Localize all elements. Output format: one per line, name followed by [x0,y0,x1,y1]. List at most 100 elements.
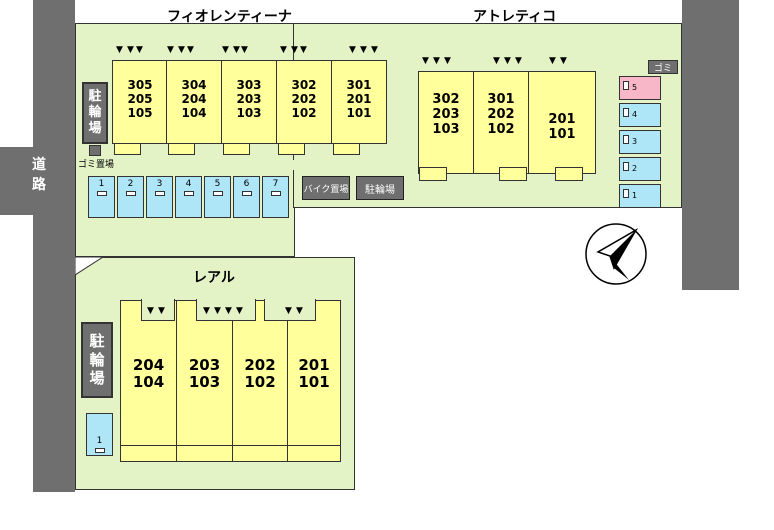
parking-slot-fiorentina: 5 [204,176,231,218]
road-left-branch [0,147,40,215]
unit-entrance [168,143,195,155]
parking-slot-fiorentina: 7 [262,176,289,218]
door-mark: ▼ [433,56,440,66]
unit-number: 102 [487,121,515,137]
parking-slot-number: 5 [214,179,221,189]
door-mark: ▼ [178,45,185,55]
unit-number: 103 [432,121,460,137]
unit-number: 101 [298,373,330,392]
unit-balcony-line [121,445,176,446]
door-mark: ▼ [147,306,154,316]
small-parking-slot: 2 [619,157,661,181]
unit-number: 203 [432,106,460,122]
door-mark: ▼ [236,306,243,316]
door-mark: ▼ [214,306,221,316]
cycle-parking-atletico: 駐輪場 [356,176,404,200]
parking-slot-mark [241,191,252,196]
parking-slot-mark [270,191,281,196]
motorbike-parking-atletico: バイク置場 [302,176,350,200]
unit-entrance [499,167,527,181]
door-mark: ▼ [116,45,123,55]
small-slot-mark [623,135,629,144]
building-title-atletico: アトレティコ [473,9,557,25]
small-slot-mark [623,189,629,198]
parking-slot-mark [154,191,165,196]
door-mark: ▼ [560,56,567,66]
bike-parking-char: 輪 [88,104,102,120]
door-mark: ▼ [422,56,429,66]
bike-parking-char: 場 [88,121,102,137]
real-notch [264,299,316,321]
parking-slot-fiorentina: 4 [175,176,202,218]
door-mark: ▼ [187,45,194,55]
unit-number: 301 [346,78,372,92]
small-slot-number: 5 [632,83,638,92]
small-parking-slot: 5 [619,76,661,100]
unit-number: 201 [298,356,330,374]
door-mark: ▼ [291,45,298,55]
parking-slot-fiorentina: 1 [88,176,115,218]
bike-parking-char: 輪 [89,350,105,369]
unit-entrance [333,143,360,155]
unit-balcony-line [288,445,340,446]
bike-parking-char: 駐 [89,331,105,350]
small-slot-number: 2 [632,164,638,173]
unit-number: 304 [181,78,207,92]
parking-slot-fiorentina: 2 [117,176,144,218]
unit-number: 101 [346,105,372,120]
parking-slot-number: 7 [272,179,279,189]
parking-slot-real: 1 [86,413,113,456]
road-left-vertical [33,0,75,492]
door-mark: ▼ [233,45,240,55]
bike-parking-fiorentina: 駐 輪 場 [82,82,108,144]
unit-entrance [419,167,447,181]
unit-entrance [223,143,250,155]
unit-number: 303 [236,78,262,92]
door-mark: ▼ [222,45,229,55]
door-mark: ▼ [225,306,232,316]
unit-number: 305 [127,78,153,92]
door-mark: ▼ [493,56,500,66]
unit-entrance [114,143,141,155]
road-label-char: 道 [32,157,46,173]
garbage-label-fiorentina: ゴミ置場 [78,160,115,170]
unit-number: 104 [181,105,207,120]
parking-slot-mark [183,191,194,196]
unit-entrance [555,167,583,181]
garbage-label-atletico: ゴミ [648,60,678,74]
unit-number: 103 [236,105,262,120]
door-mark: ▼ [300,45,307,55]
parking-slot-number: 1 [98,179,105,189]
parking-slot-mark [125,191,136,196]
small-slot-mark [623,108,629,117]
door-mark: ▼ [515,56,522,66]
north-arrow-icon [585,223,647,285]
unit-number: 203 [188,356,221,374]
door-mark: ▼ [349,45,356,55]
unit-number: 102 [244,373,276,392]
unit-balcony-line [177,445,232,446]
door-mark: ▼ [241,45,248,55]
unit-number: 204 [181,91,207,106]
parking-slot-mark [96,191,107,196]
unit-number: 202 [291,91,317,106]
parking-slot-number: 4 [185,179,192,189]
unit-number: 104 [132,373,165,392]
small-parking-slot: 3 [619,130,661,154]
unit-number: 202 [487,106,515,122]
unit-number: 302 [291,78,317,92]
unit-number: 204 [132,356,165,374]
